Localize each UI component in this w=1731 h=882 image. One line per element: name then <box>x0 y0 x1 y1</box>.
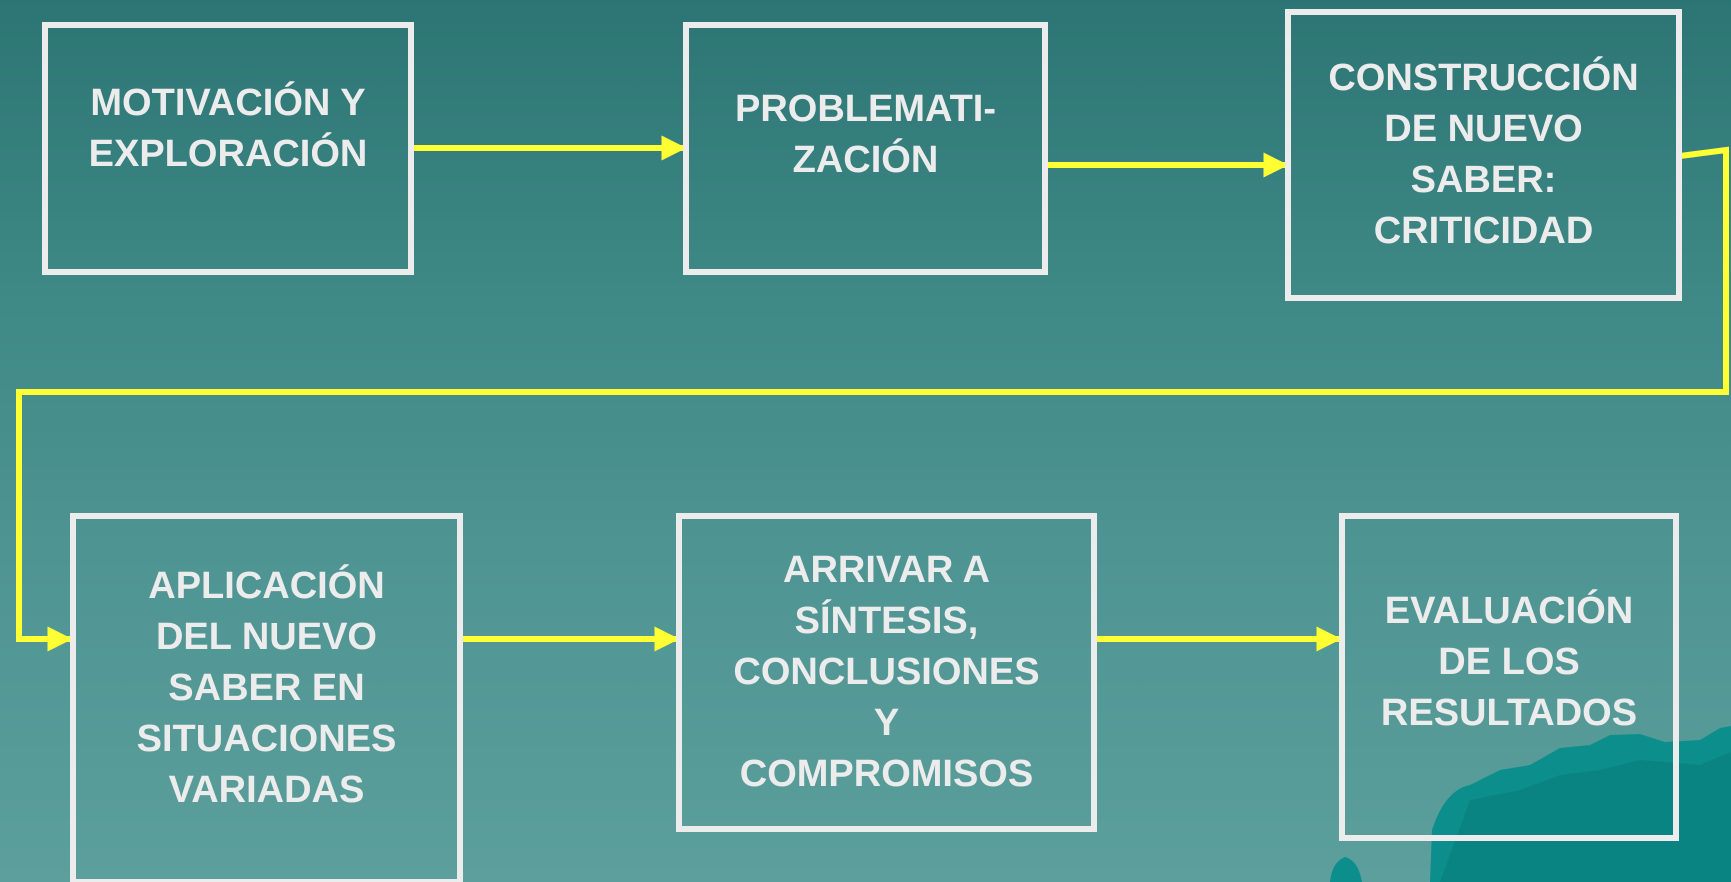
step-label-sintesis: ARRIVAR A SÍNTESIS, CONCLUSIONES Y COMPR… <box>733 549 1040 795</box>
step-label-aplicacion: APLICACIÓN DEL NUEVO SABER EN SITUACIONE… <box>136 565 397 811</box>
step-box-motivacion: MOTIVACIÓN Y EXPLORACIÓN <box>42 22 414 275</box>
step-label-problematizacion: PROBLEMATI- ZACIÓN <box>734 88 997 181</box>
step-label-construccion: CONSTRUCCIÓN DE NUEVO SABER: CRITICIDAD <box>1328 57 1639 252</box>
arrow-construccion-to-aplicacion <box>16 146 1729 652</box>
step-box-aplicacion: APLICACIÓN DEL NUEVO SABER EN SITUACIONE… <box>70 513 463 882</box>
step-label-evaluacion: EVALUACIÓN DE LOS RESULTADOS <box>1380 590 1638 734</box>
step-box-problematizacion: PROBLEMATI- ZACIÓN <box>683 22 1048 275</box>
step-label-motivacion: MOTIVACIÓN Y EXPLORACIÓN <box>88 82 368 175</box>
step-box-construccion: CONSTRUCCIÓN DE NUEVO SABER: CRITICIDAD <box>1285 9 1682 301</box>
step-box-sintesis: ARRIVAR A SÍNTESIS, CONCLUSIONES Y COMPR… <box>676 513 1097 832</box>
step-box-evaluacion: EVALUACIÓN DE LOS RESULTADOS <box>1339 513 1679 841</box>
